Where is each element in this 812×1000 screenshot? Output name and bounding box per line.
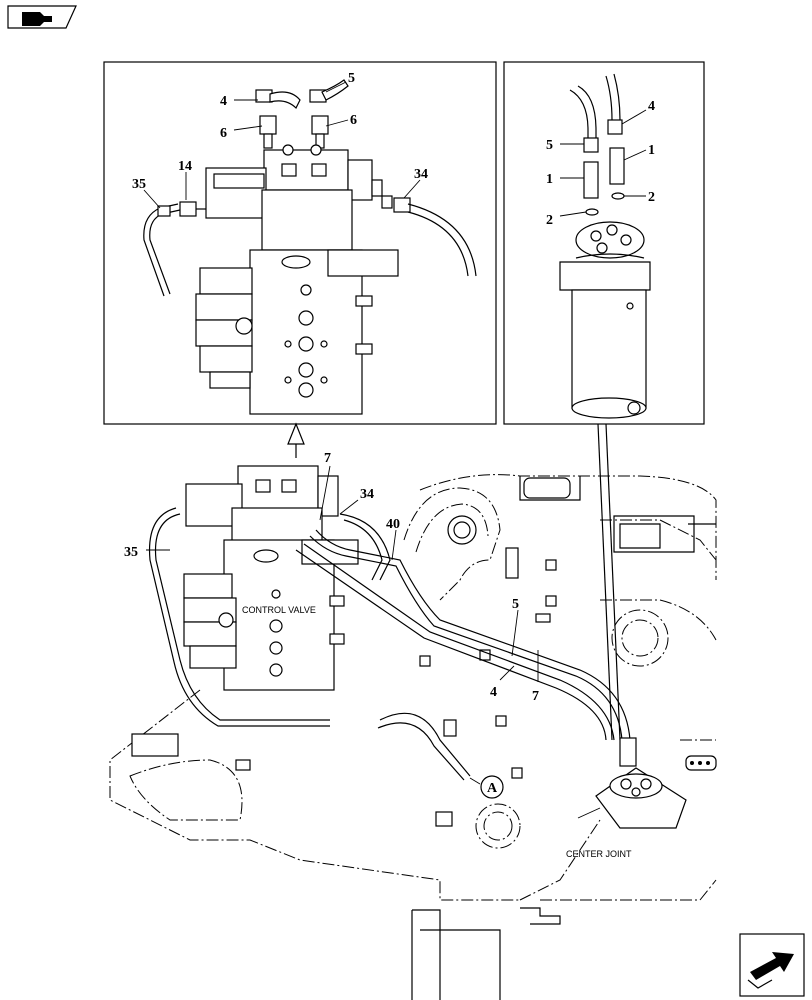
book-arrow-icon[interactable] (7, 5, 77, 29)
main-callouts: 7 34 40 35 5 4 7 (124, 451, 539, 704)
callout-6: 6 (220, 126, 227, 141)
callout-14: 14 (178, 159, 192, 174)
control-valve-detail-box (103, 61, 497, 425)
next-page-arrow-icon[interactable] (739, 933, 805, 997)
control-valve-main-drawing (183, 465, 359, 691)
callout-5: 5 (546, 138, 553, 153)
callout-5: 5 (348, 71, 355, 86)
center-joint-main-drawing (595, 767, 687, 829)
reference-a-marker: A (469, 775, 504, 799)
callout-4: 4 (648, 99, 655, 114)
callout-2: 2 (648, 190, 655, 205)
callout-35: 35 (124, 545, 138, 560)
center-joint-detail-box (503, 61, 705, 425)
center-joint-detail-drawing (559, 73, 651, 419)
reference-a-label: A (487, 781, 498, 796)
callout-1: 1 (546, 172, 553, 187)
hose-routing (148, 507, 637, 781)
detail-pointer-right (597, 423, 613, 741)
right-detail-callouts: 4 5 1 1 2 2 (546, 99, 655, 228)
callout-6: 6 (350, 113, 357, 128)
callout-5: 5 (512, 597, 519, 612)
callout-2: 2 (546, 213, 553, 228)
callout-1: 1 (648, 143, 655, 158)
control-valve-detail-drawing (143, 79, 477, 415)
center-joint-label: CENTER JOINT (566, 849, 632, 859)
callout-7: 7 (532, 689, 539, 704)
left-detail-callouts: 4 5 6 6 14 35 34 (132, 71, 428, 209)
callout-34: 34 (360, 487, 374, 502)
callout-7: 7 (324, 451, 331, 466)
callout-40: 40 (386, 517, 400, 532)
upper-frame-drawing (109, 474, 717, 1000)
callout-4: 4 (220, 94, 227, 109)
callout-34: 34 (414, 167, 428, 182)
detail-pointer-left (287, 422, 305, 445)
control-valve-label: CONTROL VALVE (242, 605, 316, 615)
callout-4: 4 (490, 685, 497, 700)
callout-35: 35 (132, 177, 146, 192)
